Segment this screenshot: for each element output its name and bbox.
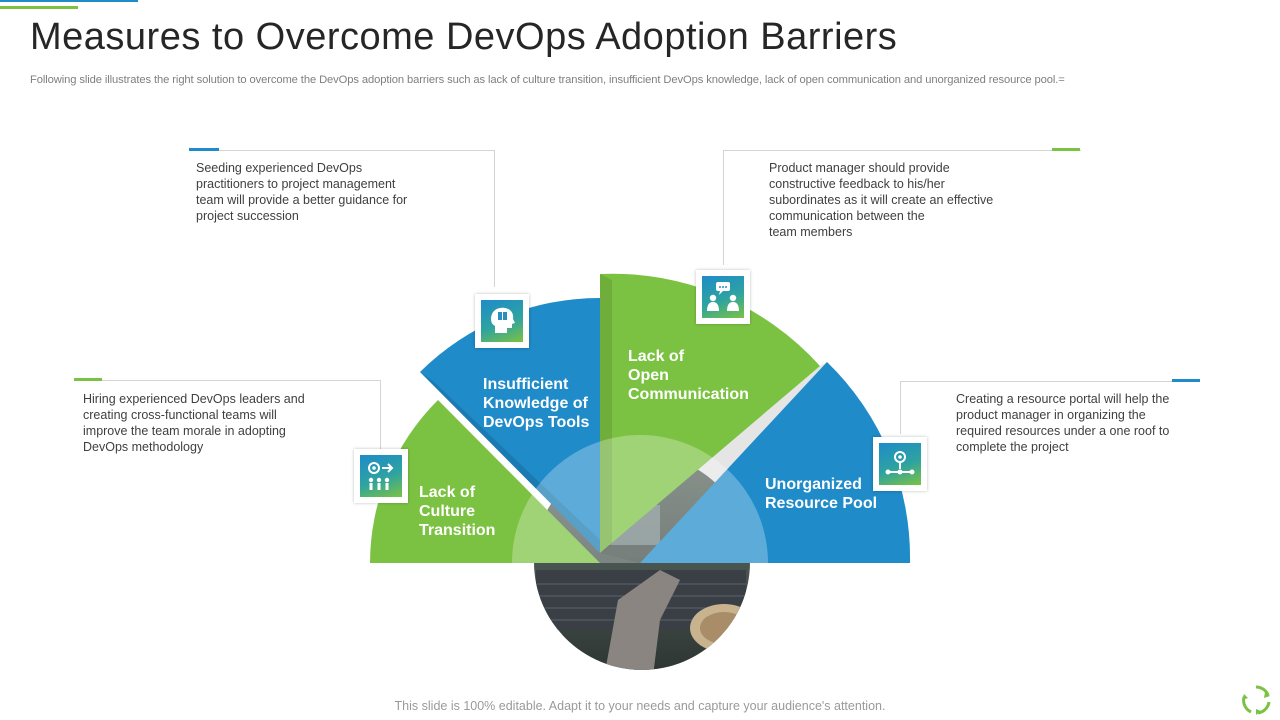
resource-network-icon (885, 451, 915, 475)
icon-box-resource (873, 437, 927, 491)
segment-culture-transition (370, 400, 600, 563)
segment-resource-pool (640, 362, 911, 563)
callout-accent-left (74, 378, 102, 381)
callout-accent-right (1172, 379, 1200, 382)
segment-open-communication (600, 273, 820, 553)
callout-bracket-top-left (189, 150, 495, 287)
head-book-icon (491, 307, 515, 333)
team-process-icon (368, 462, 394, 490)
recycle-icon (1242, 685, 1271, 715)
slide-subtitle: Following slide illustrates the right so… (30, 74, 1065, 86)
slide-title: Measures to Overcome DevOps Adoption Bar… (30, 16, 898, 58)
callout-accent-top-right (1052, 148, 1080, 151)
description-resource: Creating a resource portal will help the… (956, 392, 1170, 454)
top-accent-bar-blue (0, 0, 138, 2)
segment-insufficient-knowledge (420, 297, 600, 553)
top-accent-bar-green (0, 6, 78, 9)
callout-bracket-top-right (723, 150, 1081, 265)
callout-bracket-left (74, 380, 381, 458)
center-overlay (512, 435, 768, 563)
icon-box-communication (696, 270, 750, 324)
footer-note: This slide is 100% editable. Adapt it to… (394, 699, 886, 713)
icon-box-culture (354, 449, 408, 503)
callout-bracket-right (900, 381, 1200, 434)
callout-accent-top-left (189, 148, 219, 151)
conversation-icon (707, 282, 739, 311)
icon-box-knowledge (475, 294, 529, 348)
